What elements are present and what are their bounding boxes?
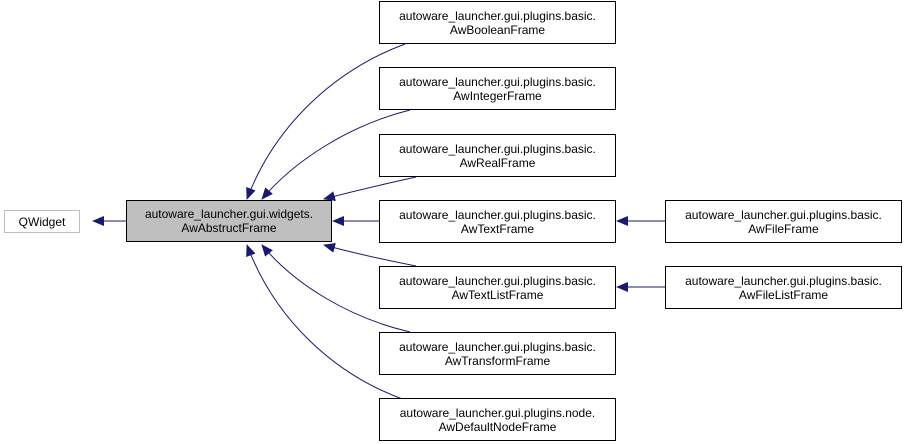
node-aw-text-list-frame[interactable]: autoware_launcher.gui.plugins.basic. AwT… — [379, 266, 616, 309]
edge-transform-to-abstract — [261, 244, 411, 333]
node-aw-real-frame-package: autoware_launcher.gui.plugins.basic. — [399, 141, 596, 156]
node-aw-boolean-frame[interactable]: autoware_launcher.gui.plugins.basic. AwB… — [379, 1, 616, 44]
node-aw-file-list-frame[interactable]: autoware_launcher.gui.plugins.basic. AwF… — [665, 266, 902, 309]
node-aw-text-frame[interactable]: autoware_launcher.gui.plugins.basic. AwT… — [379, 200, 616, 243]
node-aw-real-frame-class: AwRealFrame — [459, 155, 536, 170]
node-aw-default-node-frame-package: autoware_launcher.gui.plugins.node. — [399, 405, 596, 420]
node-aw-boolean-frame-class: AwBooleanFrame — [449, 22, 546, 37]
edge-boolean-to-abstract — [246, 43, 406, 200]
node-aw-integer-frame[interactable]: autoware_launcher.gui.plugins.basic. AwI… — [379, 67, 616, 110]
node-aw-boolean-frame-package: autoware_launcher.gui.plugins.basic. — [399, 8, 596, 23]
node-aw-transform-frame-class: AwTransformFrame — [444, 353, 551, 368]
node-aw-file-frame-package: autoware_launcher.gui.plugins.basic. — [685, 207, 882, 222]
edge-integer-to-abstract — [261, 109, 411, 200]
node-aw-file-frame[interactable]: autoware_launcher.gui.plugins.basic. AwF… — [665, 200, 902, 243]
edge-real-to-abstract — [323, 176, 417, 201]
node-qwidget[interactable]: QWidget — [4, 210, 80, 233]
node-aw-transform-frame[interactable]: autoware_launcher.gui.plugins.basic. AwT… — [379, 332, 616, 375]
edge-textlist-to-abstract — [323, 243, 417, 267]
node-aw-integer-frame-class: AwIntegerFrame — [453, 88, 542, 103]
node-aw-file-frame-class: AwFileFrame — [748, 221, 819, 236]
node-aw-file-list-frame-package: autoware_launcher.gui.plugins.basic. — [685, 273, 882, 288]
node-aw-text-list-frame-package: autoware_launcher.gui.plugins.basic. — [399, 273, 596, 288]
node-aw-abstruct-frame[interactable]: autoware_launcher.gui.widgets. AwAbstruc… — [126, 200, 332, 242]
node-aw-real-frame[interactable]: autoware_launcher.gui.plugins.basic. AwR… — [379, 134, 616, 177]
node-aw-text-frame-class: AwTextFrame — [460, 221, 535, 236]
node-aw-file-list-frame-class: AwFileListFrame — [738, 287, 829, 302]
node-aw-text-frame-package: autoware_launcher.gui.plugins.basic. — [399, 207, 596, 222]
node-aw-default-node-frame-class: AwDefaultNodeFrame — [438, 419, 557, 434]
node-aw-abstruct-frame-package: autoware_launcher.gui.widgets. — [144, 207, 314, 221]
node-aw-transform-frame-package: autoware_launcher.gui.plugins.basic. — [399, 339, 596, 354]
node-qwidget-label: QWidget — [18, 214, 66, 229]
node-aw-integer-frame-package: autoware_launcher.gui.plugins.basic. — [399, 74, 596, 89]
edge-defaultnode-to-abstract — [246, 244, 406, 401]
node-aw-default-node-frame[interactable]: autoware_launcher.gui.plugins.node. AwDe… — [379, 398, 616, 441]
node-aw-text-list-frame-class: AwTextListFrame — [451, 287, 544, 302]
node-aw-abstruct-frame-class: AwAbstructFrame — [181, 221, 277, 235]
